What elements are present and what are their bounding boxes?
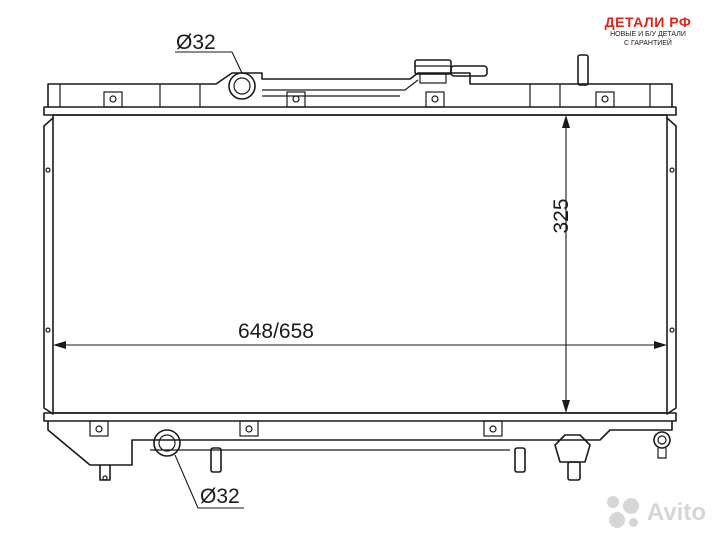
lower-pipes [210, 431, 671, 481]
brand-name: ДЕТАЛИ РФ [604, 14, 692, 30]
brand-logo: ДЕТАЛИ РФ НОВЫЕ И Б/У ДЕТАЛИ С ГАРАНТИЕЙ [588, 14, 708, 48]
width-dimension-line [53, 341, 667, 349]
inlet-neck [228, 72, 256, 100]
avito-watermark: Avito [606, 496, 706, 530]
filler-cap-icon [414, 59, 488, 84]
width-dimension-label: 648/658 [238, 320, 314, 343]
height-dimension-line [562, 115, 570, 413]
upper-tank [43, 72, 677, 116]
outlet-diameter-label: Ø32 [200, 485, 240, 508]
avito-dots-icon [606, 496, 641, 530]
brand-tagline-2: С ГАРАНТИЕЙ [624, 40, 672, 47]
radiator-core [52, 114, 668, 414]
lower-tank [43, 412, 677, 481]
outlet-diameter-leader [174, 454, 244, 509]
inlet-diameter-label: Ø32 [176, 31, 216, 54]
vent-pipe [577, 54, 589, 86]
inlet-diameter-leader [175, 51, 243, 74]
height-dimension-label: 325 [550, 198, 573, 233]
outlet-neck [153, 429, 181, 457]
brand-tagline-1: НОВЫЕ И Б/У ДЕТАЛИ [610, 31, 686, 38]
right-side-bracket [666, 117, 677, 415]
left-side-bracket [43, 117, 54, 415]
watermark-text: Avito [646, 499, 706, 526]
